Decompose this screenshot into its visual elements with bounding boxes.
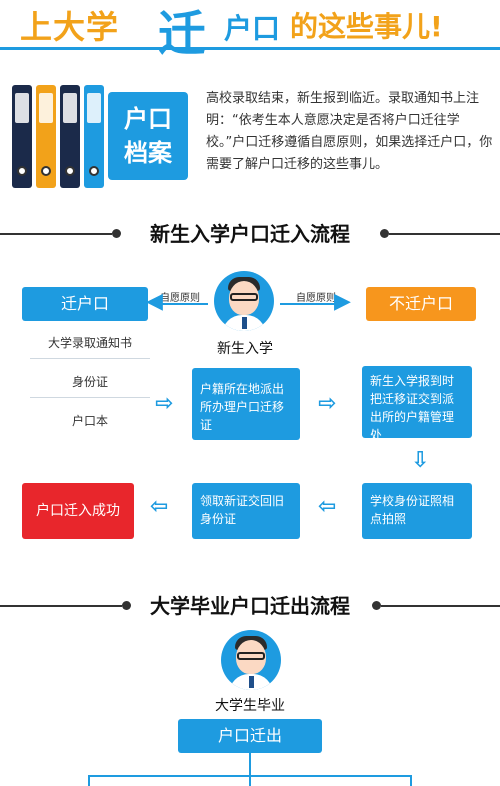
header-title-part1: 上大学	[20, 8, 120, 46]
right-arrow-line	[280, 303, 336, 305]
arrow-right-icon: ▶	[334, 289, 351, 314]
arrow-right-icon: ⇨	[318, 391, 337, 416]
document-divider	[30, 397, 150, 398]
document-item-admission: 大学录取通知书	[47, 336, 132, 350]
avatar-icon	[221, 630, 281, 690]
binder-blue	[84, 85, 104, 188]
divider-right	[389, 233, 500, 235]
no-move-hukou-button[interactable]: 不迁户口	[366, 287, 476, 321]
left-principle-label: 自愿原则	[160, 293, 200, 304]
left-arrow-line	[156, 303, 208, 305]
divider-dot-left	[112, 229, 121, 238]
document-item-id: 身份证	[71, 375, 108, 389]
document-item-household-register: 户口本	[71, 414, 108, 428]
arrow-left-icon: ⇦	[150, 494, 169, 519]
tree-branch-left	[88, 775, 90, 786]
student-caption: 新生入学	[217, 341, 273, 357]
move-out-button[interactable]: 户口迁出	[178, 719, 322, 753]
divider-dot-right	[380, 229, 389, 238]
tree-branch-middle	[249, 775, 251, 786]
avatar-icon	[214, 271, 274, 331]
arrow-left-icon: ◀	[146, 289, 163, 314]
divider-left	[0, 233, 112, 235]
document-divider	[30, 358, 150, 359]
step-new-id: 领取新证交回旧身份证	[192, 483, 300, 539]
header-title-part2: 迁	[158, 6, 207, 62]
divider-left	[0, 605, 122, 607]
arrow-right-icon: ⇨	[155, 391, 174, 416]
divider-dot-right	[372, 601, 381, 610]
archive-card: 户口 档案	[108, 92, 188, 180]
divider-dot-left	[122, 601, 131, 610]
tree-branch-right	[410, 775, 412, 786]
right-principle-label: 自愿原则	[296, 293, 336, 304]
step-success: 户口迁入成功	[22, 483, 134, 539]
page-header: 上大学 迁 户口 的这些事儿!	[0, 0, 500, 62]
header-title-part4: 的这些事儿!	[290, 10, 443, 43]
tree-stem	[249, 753, 251, 775]
divider-right	[381, 605, 500, 607]
step-photo: 学校身份证照相点拍照	[362, 483, 472, 539]
move-hukou-button[interactable]: 迁户口	[22, 287, 148, 321]
archive-card-line2: 档案	[124, 139, 172, 167]
step-submit-certificate: 新生入学报到时把迁移证交到派出所的户籍管理处	[362, 366, 472, 442]
graduate-caption: 大学生毕业	[215, 698, 285, 714]
section2-title: 大学毕业户口迁出流程	[150, 594, 350, 618]
step-local-office: 户籍所在地派出所办理户口迁移证	[192, 368, 300, 440]
intro-text: 高校录取结束，新生报到临近。录取通知书上注明：“依考生本人意愿决定是否将户口迁往…	[206, 91, 493, 172]
section2-heading: 大学毕业户口迁出流程	[0, 590, 500, 620]
arrow-left-icon: ⇦	[318, 494, 337, 519]
section1-title: 新生入学户口迁入流程	[150, 222, 350, 246]
binder-orange	[36, 85, 56, 188]
archive-card-line1: 户口	[124, 105, 172, 133]
section1-heading: 新生入学户口迁入流程	[0, 218, 500, 248]
arrow-down-icon: ⇩	[411, 448, 430, 473]
binder-icon	[12, 85, 104, 188]
binder-navy	[12, 85, 32, 188]
header-title-part3: 户口	[224, 12, 281, 45]
binder-navy-2	[60, 85, 80, 188]
